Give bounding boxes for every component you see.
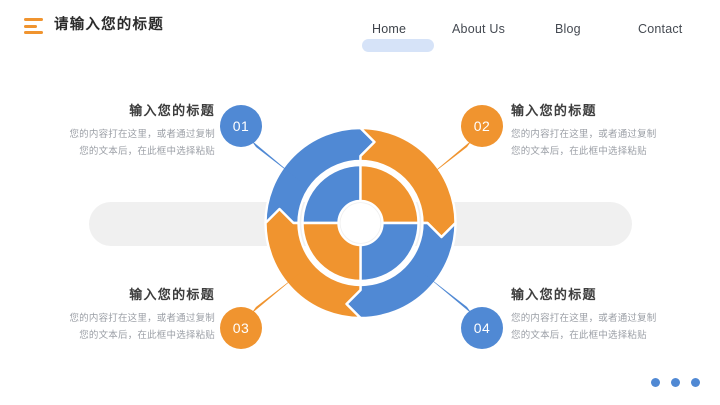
- main-navigation[interactable]: Home About Us Blog Contact: [352, 20, 692, 52]
- brand: 请输入您的标题: [24, 17, 164, 34]
- inner-quadrant-top-right: [359, 163, 420, 225]
- content-block-01: 输入您的标题 您的内容打在这里，或者通过复制 您的文本后，在此框中选择粘贴: [10, 104, 215, 160]
- page-header: 请输入您的标题 Home About Us Blog Contact: [0, 0, 720, 58]
- page-title: 请输入您的标题: [54, 17, 164, 34]
- inner-quadrant-bottom-left: [301, 221, 362, 283]
- content-heading-02: 输入您的标题: [511, 103, 597, 118]
- pagination-dots[interactable]: [651, 378, 700, 387]
- content-body-04-line1: 您的内容打在这里，或者通过复制: [511, 313, 657, 324]
- nav-item-home[interactable]: Home: [372, 22, 407, 36]
- inner-quadrant-bottom-right: [359, 221, 420, 283]
- content-heading-03: 输入您的标题: [129, 287, 215, 302]
- outer-quadrant-bottom-left: [264, 207, 362, 318]
- marker-badge-01[interactable]: 01: [220, 105, 262, 147]
- pagination-dot-2[interactable]: [671, 378, 680, 387]
- content-body-01-line2: 您的文本后，在此框中选择粘贴: [79, 146, 215, 157]
- pagination-dot-3[interactable]: [691, 378, 700, 387]
- diagram-center-hub: [340, 203, 381, 243]
- content-body-04-line2: 您的文本后，在此框中选择粘贴: [511, 330, 647, 341]
- content-body-01-line1: 您的内容打在这里，或者通过复制: [69, 129, 215, 140]
- nav-item-about-us[interactable]: About Us: [452, 22, 506, 36]
- inner-quadrant-top-left: [301, 163, 362, 225]
- content-body-02-line1: 您的内容打在这里，或者通过复制: [511, 129, 657, 140]
- content-block-03: 输入您的标题 您的内容打在这里，或者通过复制 您的文本后，在此框中选择粘贴: [10, 288, 215, 344]
- hamburger-bars-icon: [24, 17, 43, 34]
- pagination-dot-1[interactable]: [651, 378, 660, 387]
- active-nav-highlight: [362, 39, 434, 52]
- outer-quadrant-top-left: [264, 128, 376, 225]
- nav-item-contact[interactable]: Contact: [638, 22, 683, 36]
- content-body-03-line1: 您的内容打在这里，或者通过复制: [69, 313, 215, 324]
- content-block-02: 输入您的标题 您的内容打在这里，或者通过复制 您的文本后，在此框中选择粘贴: [511, 104, 716, 160]
- nav-item-blog[interactable]: Blog: [555, 22, 581, 36]
- content-heading-04: 输入您的标题: [511, 287, 597, 302]
- content-body-03-line2: 您的文本后，在此框中选择粘贴: [79, 330, 215, 341]
- four-quadrant-cycle-diagram: [264, 128, 457, 318]
- marker-badge-02[interactable]: 02: [461, 105, 503, 147]
- content-heading-01: 输入您的标题: [129, 103, 215, 118]
- marker-badge-03[interactable]: 03: [220, 307, 262, 349]
- marker-badge-04[interactable]: 04: [461, 307, 503, 349]
- content-block-04: 输入您的标题 您的内容打在这里，或者通过复制 您的文本后，在此框中选择粘贴: [511, 288, 716, 344]
- content-body-02-line2: 您的文本后，在此框中选择粘贴: [511, 146, 647, 157]
